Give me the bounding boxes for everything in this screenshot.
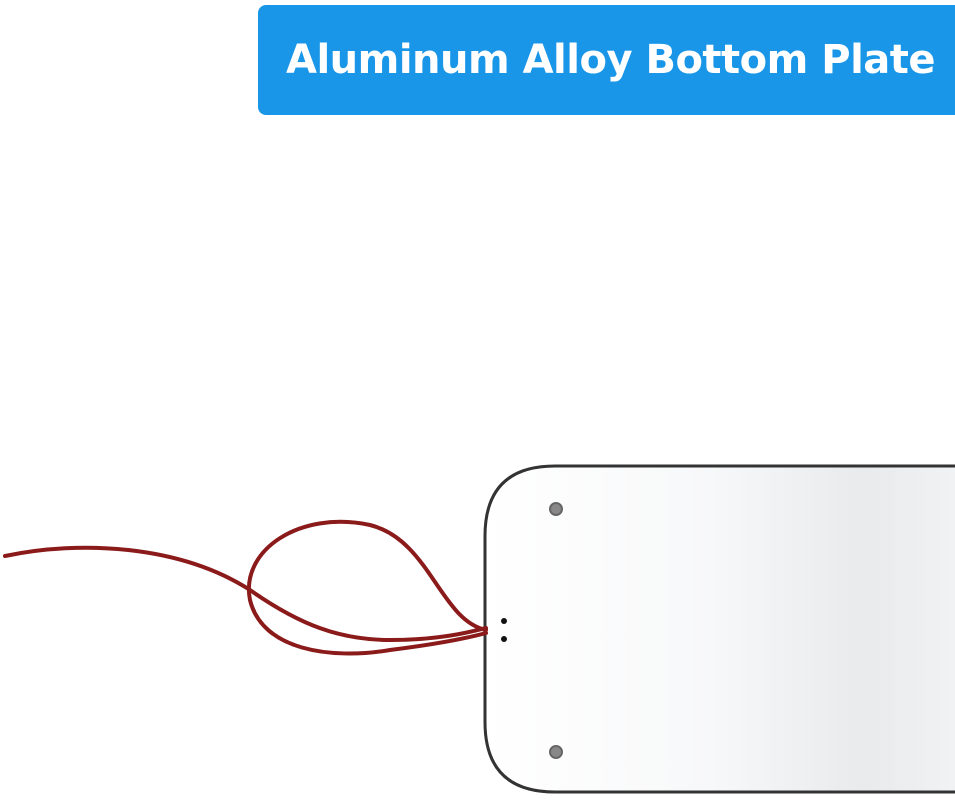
wire-terminal <box>501 618 507 624</box>
caption-banner: Aluminum Alloy Bottom Plate <box>258 5 955 115</box>
caption-text: Aluminum Alloy Bottom Plate <box>286 37 936 83</box>
wire-terminal <box>501 636 507 642</box>
mounting-hole <box>549 502 563 516</box>
aluminum-plate <box>483 464 955 794</box>
mounting-hole <box>549 745 563 759</box>
red-wire <box>3 519 488 656</box>
